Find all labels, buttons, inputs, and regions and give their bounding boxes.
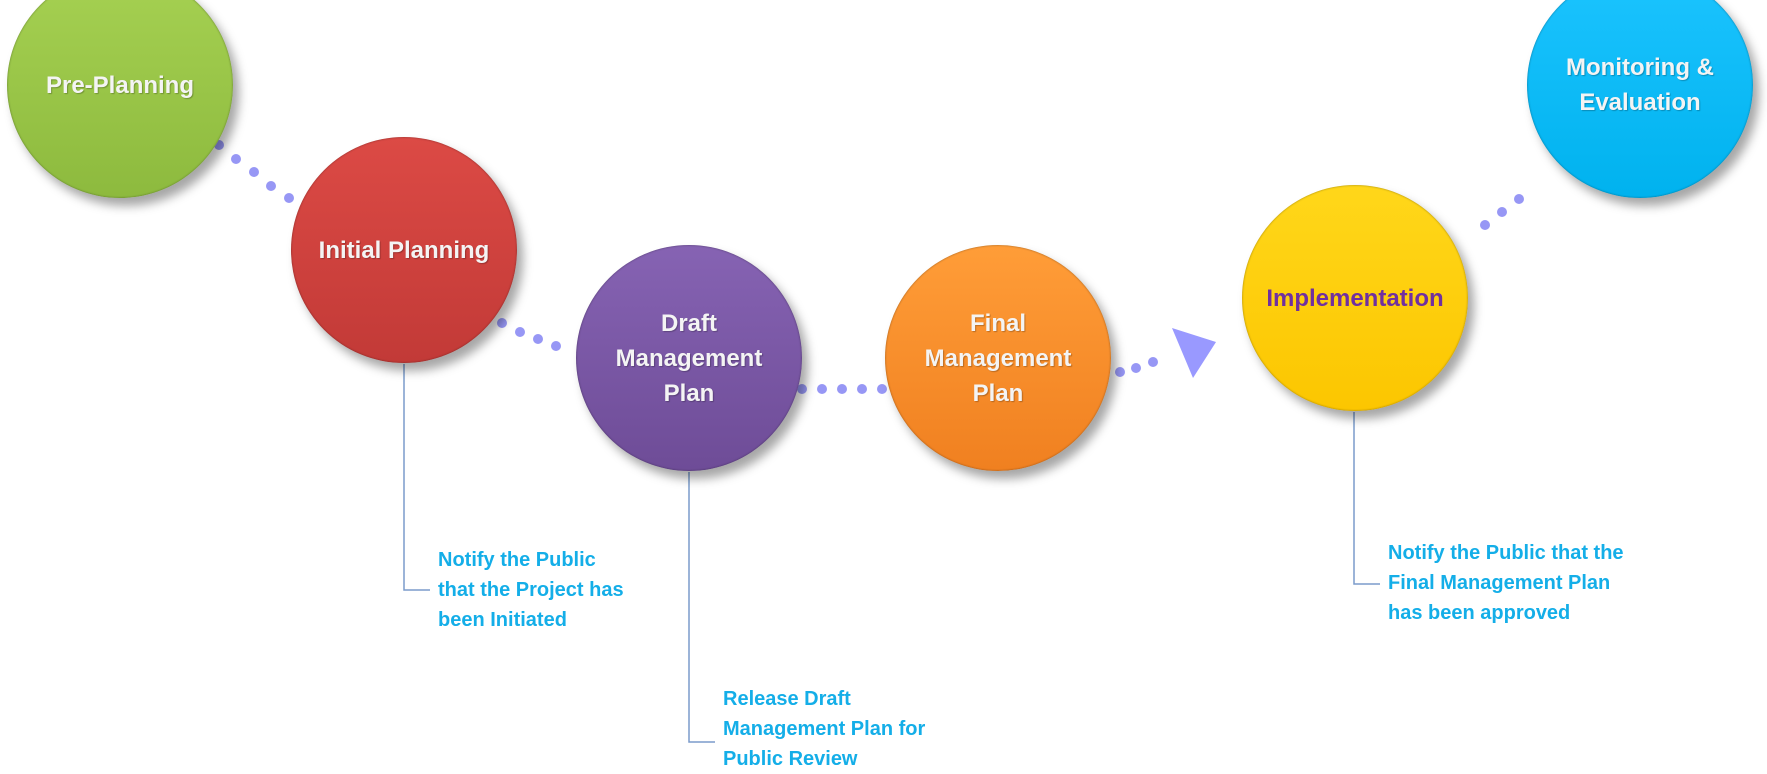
connector-dot	[533, 334, 543, 344]
note-final-plan-approved: Notify the Public that the Final Managem…	[1388, 542, 1624, 624]
connector-dot	[266, 181, 276, 191]
connector-dot	[249, 167, 259, 177]
connector-dot	[1480, 220, 1490, 230]
stage-label: Initial Planning	[318, 236, 490, 264]
connector-dot	[231, 154, 241, 164]
connector-dot	[797, 384, 807, 394]
stage-final-management-plan: Final Management Plan	[885, 245, 1111, 471]
note-project-initiated: Notify the Public that the Project has b…	[438, 549, 624, 631]
stage-pre-planning: Pre-Planning	[7, 0, 233, 198]
note-release-draft: Release Draft Management Plan for Public…	[723, 688, 926, 770]
stage-label: Pre-Planning	[45, 71, 195, 99]
note-connector-line	[1353, 412, 1380, 585]
connector-dot	[1514, 194, 1524, 204]
connector-dot	[837, 384, 847, 394]
connector-dot	[497, 318, 507, 328]
connector-dot	[857, 384, 867, 394]
connector-dot	[817, 384, 827, 394]
connector-dot	[1148, 357, 1158, 367]
stage-draft-management-plan: Draft Management Plan	[576, 245, 802, 471]
arrowhead-icon	[1172, 328, 1216, 378]
stage-implementation: Implementation	[1242, 185, 1468, 411]
stage-initial-planning: Initial Planning	[291, 137, 517, 363]
note-connector-line	[688, 472, 715, 743]
stage-label: Implementation	[1266, 284, 1444, 312]
connector-dot	[551, 341, 561, 351]
connector-dot	[1115, 367, 1125, 377]
connector-dot	[515, 327, 525, 337]
connector-dot	[877, 384, 887, 394]
connector-dot	[1497, 207, 1507, 217]
stage-monitoring-evaluation: Monitoring & Evaluation	[1527, 0, 1753, 198]
connector-dot	[284, 193, 294, 203]
connector-dot	[1131, 363, 1141, 373]
note-connector-line	[403, 364, 430, 591]
stage-label: Draft Management Plan	[615, 309, 763, 407]
stage-label: Final Management Plan	[924, 309, 1072, 407]
stage-label: Monitoring & Evaluation	[1566, 54, 1714, 116]
